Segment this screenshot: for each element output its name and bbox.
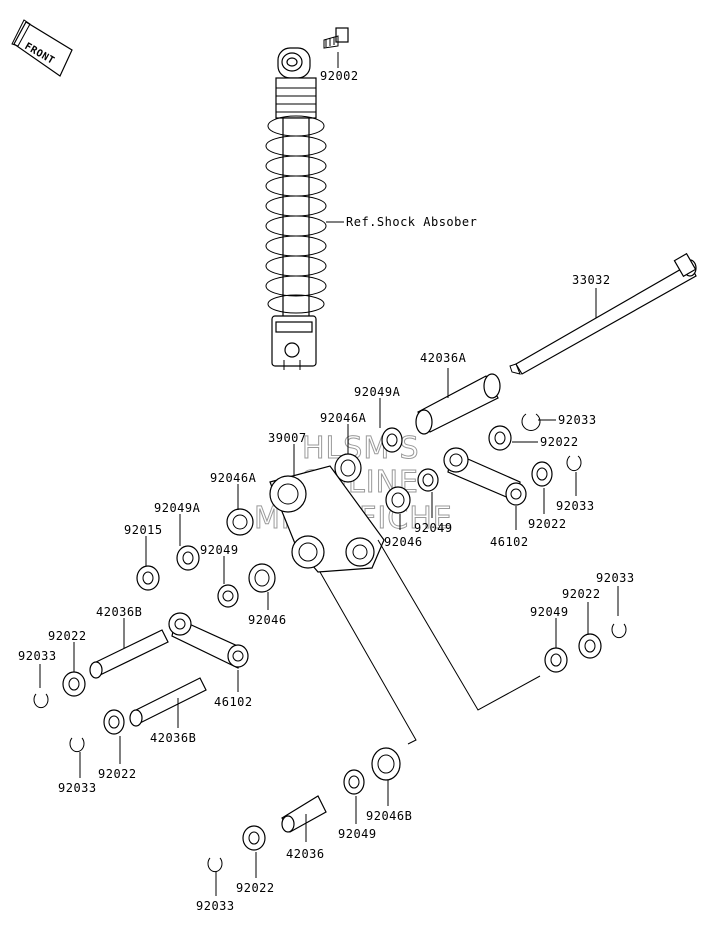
label-92046-mid: 92046 bbox=[248, 613, 287, 627]
shock-spring bbox=[265, 115, 327, 319]
label-92022-lower-left: 92022 bbox=[98, 767, 137, 781]
label-92022-bottom: 92022 bbox=[236, 881, 275, 895]
label-92046-right: 92046 bbox=[384, 535, 423, 549]
label-42036A: 42036A bbox=[420, 351, 467, 365]
seal-92049A-left bbox=[176, 545, 200, 571]
circlip-92033-right bbox=[611, 623, 627, 639]
tie-rod-46102-right bbox=[443, 447, 527, 506]
label-92022-left: 92022 bbox=[48, 629, 87, 643]
front-arrow-icon: FRONT bbox=[11, 19, 73, 77]
label-ref-shock-absober: Ref.Shock Absober bbox=[346, 215, 477, 229]
label-92049A-top: 92049A bbox=[354, 385, 401, 399]
label-92022-b: 92022 bbox=[528, 517, 567, 531]
label-92002: 92002 bbox=[320, 69, 359, 83]
circlip-92033-b bbox=[566, 455, 582, 472]
label-92033-left: 92033 bbox=[18, 649, 57, 663]
bearing-92046-mid bbox=[248, 563, 276, 593]
bearing-92046-right bbox=[385, 486, 411, 514]
bearing-92046B bbox=[371, 747, 401, 781]
sleeve-42036B-top bbox=[89, 629, 169, 679]
label-42036B-top: 42036B bbox=[96, 605, 142, 619]
washer-92022-b bbox=[531, 461, 553, 487]
label-92022-a: 92022 bbox=[540, 435, 579, 449]
seal-92049-bottom bbox=[343, 769, 365, 795]
label-92046B: 92046B bbox=[366, 809, 412, 823]
seal-92049-right-lower bbox=[544, 647, 568, 673]
sleeve-42036B-bottom bbox=[129, 677, 207, 727]
label-92049-right-lower: 92049 bbox=[530, 605, 569, 619]
washer-92022-a bbox=[488, 425, 512, 451]
seal-92049-mid bbox=[217, 584, 239, 608]
label-42036: 42036 bbox=[286, 847, 325, 861]
label-42036B-bottom: 42036B bbox=[150, 731, 196, 745]
label-92049-right: 92049 bbox=[414, 521, 453, 535]
label-92033-a: 92033 bbox=[558, 413, 597, 427]
label-46102-right: 46102 bbox=[490, 535, 529, 549]
washer-92022-right bbox=[578, 633, 602, 659]
bearing-92046A-mid bbox=[226, 508, 254, 536]
nut-92015 bbox=[136, 565, 160, 591]
tie-rod-46102-left bbox=[168, 612, 249, 669]
washer-92022-lower-left bbox=[103, 709, 125, 735]
label-92049-mid: 92049 bbox=[200, 543, 239, 557]
seal-92049A-top bbox=[381, 427, 403, 453]
label-33032: 33032 bbox=[572, 273, 611, 287]
circlip-92033-bottom bbox=[207, 857, 223, 873]
label-92049A-left: 92049A bbox=[154, 501, 201, 515]
shock-absorber bbox=[265, 47, 327, 370]
label-46102-left: 46102 bbox=[214, 695, 253, 709]
circlip-92033-left bbox=[33, 693, 49, 709]
label-92046A-mid: 92046A bbox=[210, 471, 257, 485]
circlip-92033-a bbox=[521, 413, 541, 431]
washer-92022-left bbox=[62, 671, 86, 697]
label-92033-lower-left: 92033 bbox=[58, 781, 97, 795]
washer-92022-bottom bbox=[242, 825, 266, 851]
shaft-33032 bbox=[509, 252, 697, 375]
sleeve-42036A bbox=[415, 373, 501, 435]
label-92033-b: 92033 bbox=[556, 499, 595, 513]
label-92033-right: 92033 bbox=[596, 571, 635, 585]
sleeve-42036 bbox=[281, 795, 327, 833]
circlip-92033-lower-left bbox=[69, 737, 85, 753]
label-39007: 39007 bbox=[268, 431, 307, 445]
label-92033-bottom: 92033 bbox=[196, 899, 235, 913]
label-92015: 92015 bbox=[124, 523, 163, 537]
label-92049-bottom: 92049 bbox=[338, 827, 377, 841]
label-92046A-top: 92046A bbox=[320, 411, 367, 425]
rocker-arm-39007 bbox=[269, 465, 385, 573]
seal-92049-right bbox=[417, 468, 439, 492]
bolt-92002 bbox=[323, 27, 349, 49]
label-92022-right: 92022 bbox=[562, 587, 601, 601]
